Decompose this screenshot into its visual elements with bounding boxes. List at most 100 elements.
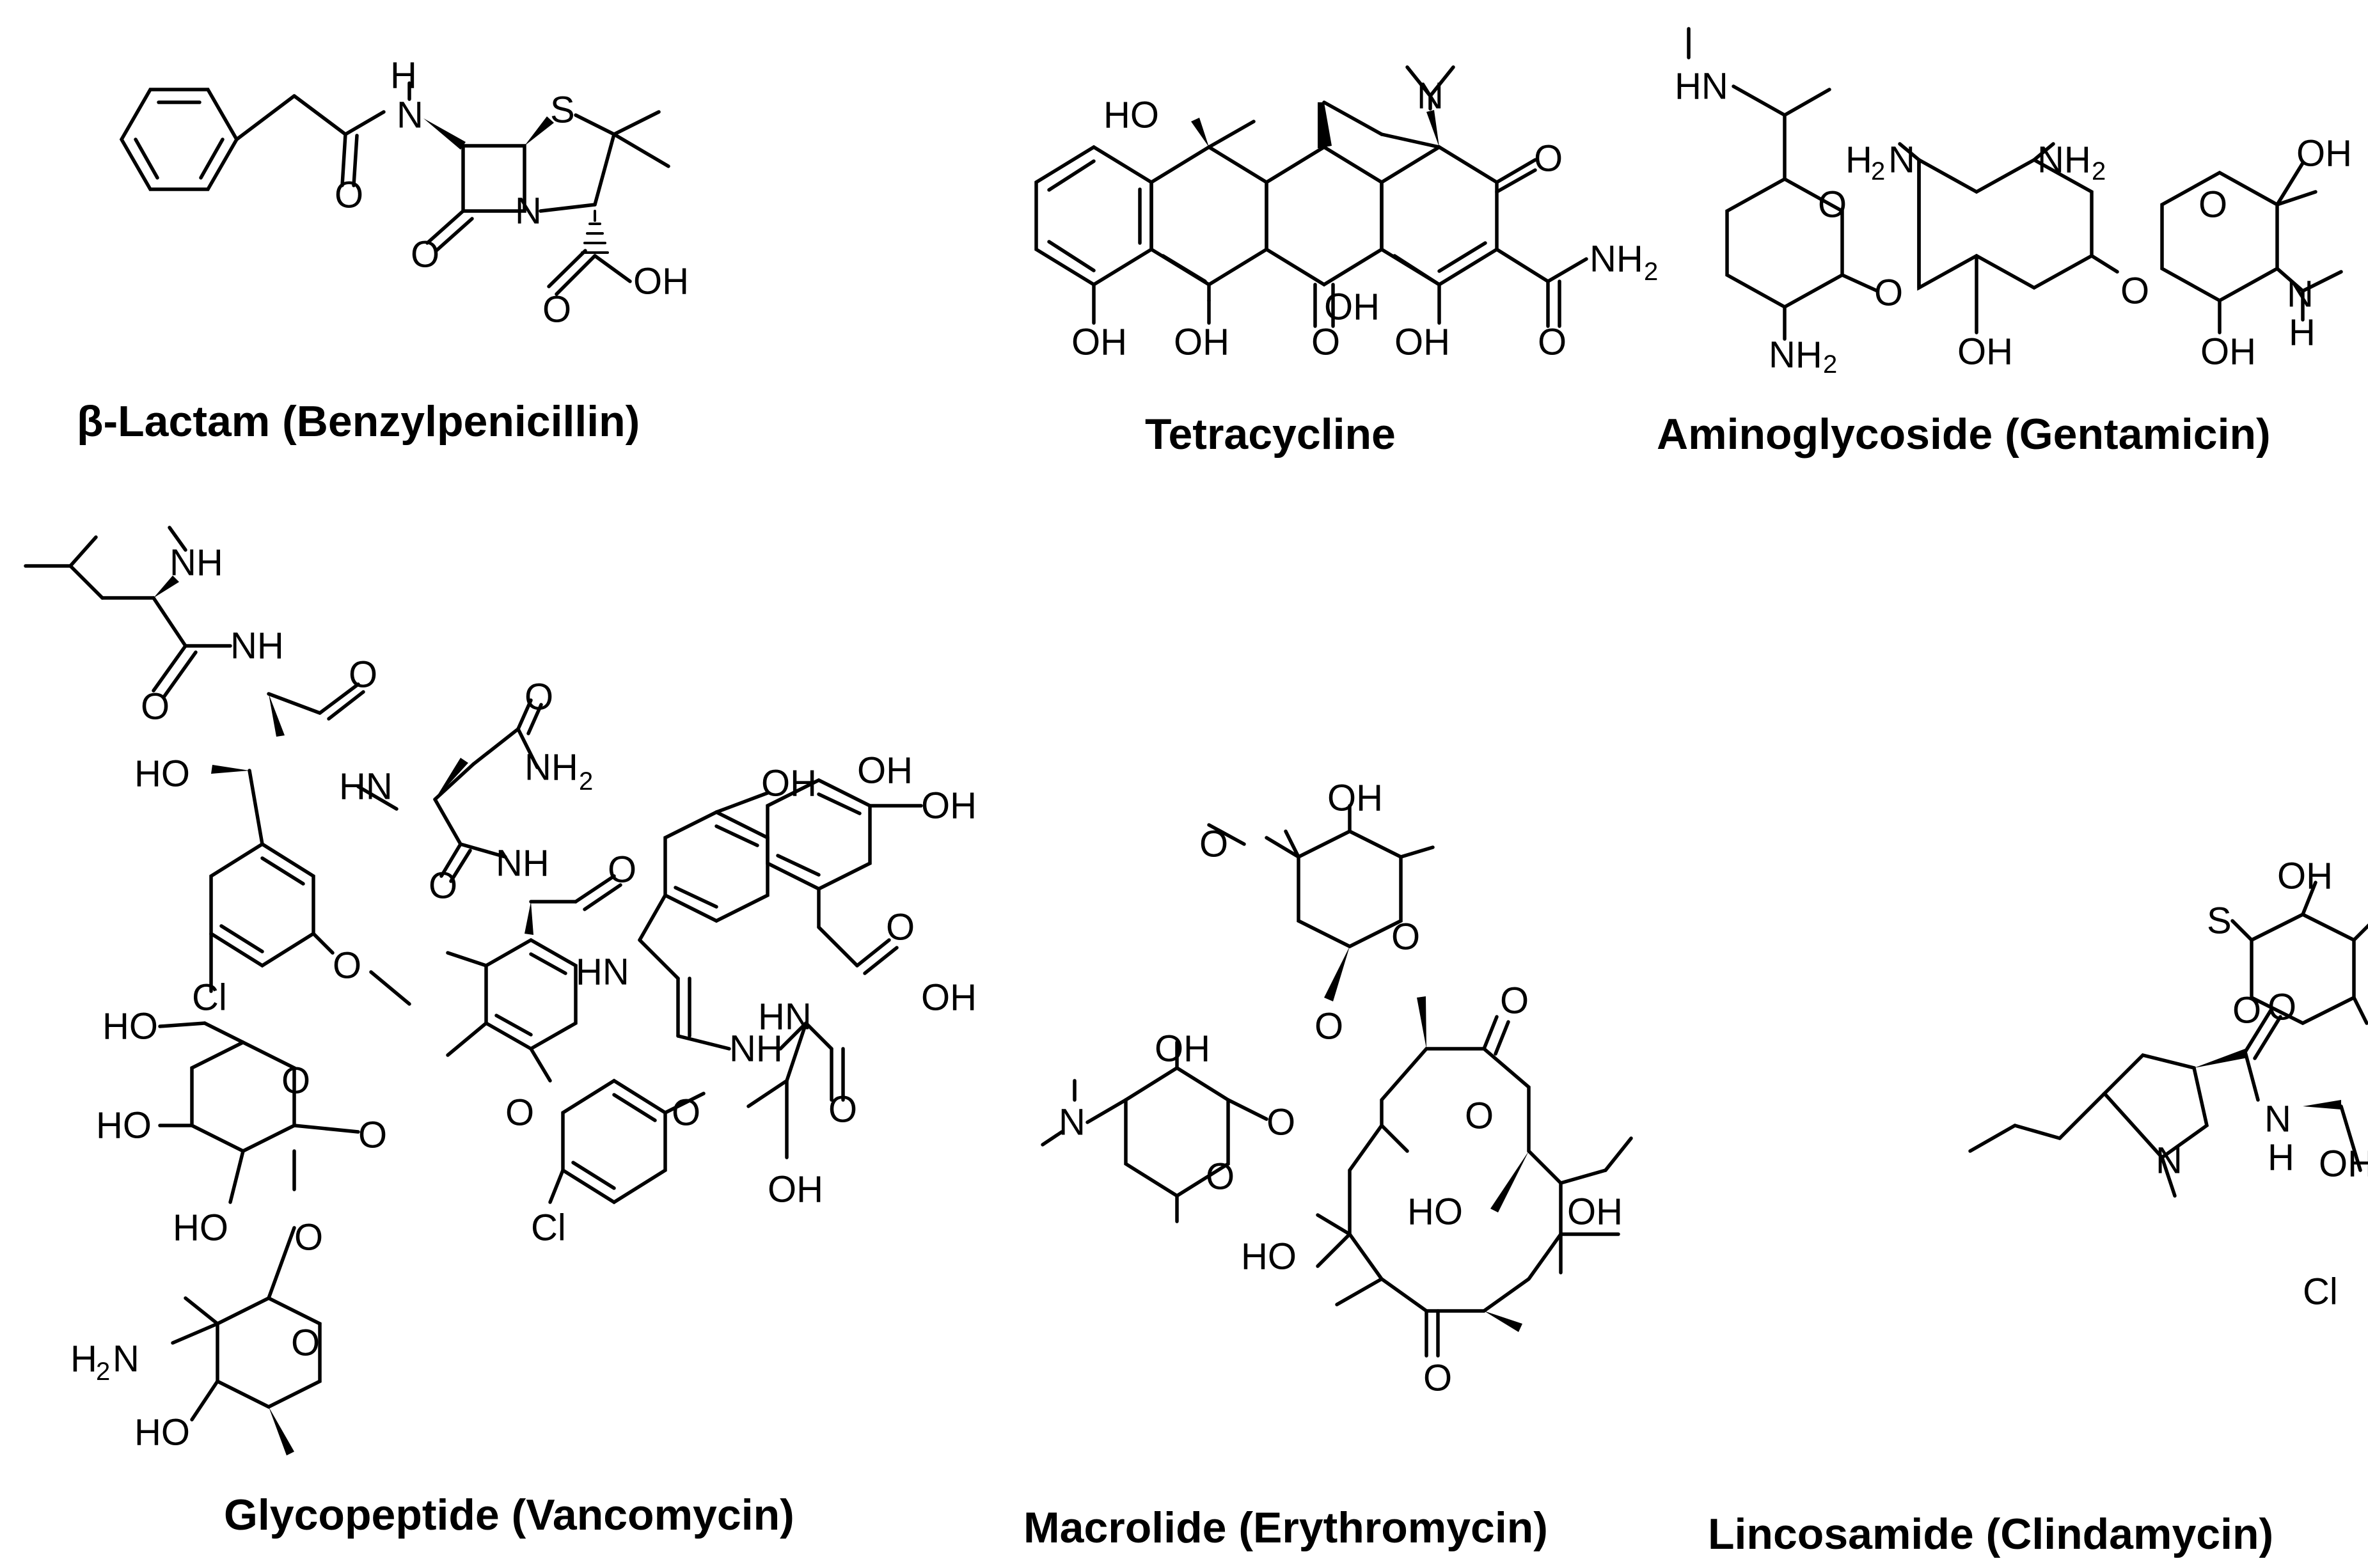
vancomycin-structure: NH NH O O HO HN O NH 2 O NH O OH OH OH C… bbox=[24, 526, 977, 1455]
caption-aminoglycoside: Aminoglycoside (Gentamicin) bbox=[1657, 410, 2271, 459]
atom-hn-label: HN bbox=[1675, 66, 1728, 107]
atom-h-label: H bbox=[2289, 312, 2316, 354]
benzylpenicillin-structure: H N O S N O O OH bbox=[119, 55, 689, 331]
atom-oh-label: OH bbox=[921, 785, 977, 827]
atom-o-label: O bbox=[1206, 1156, 1235, 1198]
atom-o-label: O bbox=[1391, 916, 1420, 958]
atom-o-label: O bbox=[141, 686, 170, 728]
atom-subscript-label: 2 bbox=[1871, 157, 1885, 185]
caption-tetracycline: Tetracycline bbox=[1145, 410, 1396, 459]
atom-n-label: N bbox=[113, 1338, 139, 1380]
atom-ho-label: HO bbox=[1407, 1191, 1463, 1233]
atom-nh-label: NH bbox=[496, 843, 549, 884]
atom-cl-label: Cl bbox=[531, 1207, 566, 1249]
atom-oh-label: OH bbox=[1567, 1191, 1623, 1233]
atom-n-label: N bbox=[2287, 274, 2314, 315]
atom-s-label: S bbox=[550, 90, 575, 131]
caption-glycopeptide: Glycopeptide (Vancomycin) bbox=[224, 1491, 794, 1539]
atom-oh-label: OH bbox=[633, 261, 689, 302]
atom-oh-label: OH bbox=[1071, 322, 1127, 363]
caption-beta-lactam: β-Lactam (Benzylpenicillin) bbox=[77, 397, 640, 446]
atom-subscript-label: 2 bbox=[2092, 157, 2106, 185]
atom-nh2-label: NH bbox=[525, 747, 578, 788]
atom-nh2-label: NH bbox=[2037, 139, 2091, 181]
atom-s-label: S bbox=[2207, 900, 2232, 942]
atom-o-label: O bbox=[349, 654, 377, 696]
atom-ho-label: HO bbox=[134, 753, 190, 795]
atom-o-label: O bbox=[411, 234, 439, 276]
atom-o-label: O bbox=[1818, 184, 1847, 226]
atom-o-label: O bbox=[1314, 1006, 1343, 1047]
atom-o-label: O bbox=[2268, 987, 2296, 1028]
atom-oh-label: OH bbox=[2296, 133, 2352, 175]
atom-o-label: O bbox=[505, 1092, 534, 1134]
atom-n-label: N bbox=[2156, 1140, 2183, 1182]
atom-oh-label: OH bbox=[921, 977, 977, 1019]
atom-o-label: O bbox=[1874, 272, 1903, 314]
atom-o-label: O bbox=[886, 907, 915, 948]
atom-ho-label: HO bbox=[96, 1105, 152, 1147]
atom-ho-label: HO bbox=[102, 1006, 158, 1047]
atom-o-label: O bbox=[335, 175, 363, 216]
atom-oh-label: HO bbox=[1103, 95, 1159, 136]
atom-o-label: O bbox=[294, 1217, 323, 1258]
atom-oh-label: OH bbox=[1394, 322, 1450, 363]
atom-subscript-label: 2 bbox=[579, 767, 593, 796]
atom-oh-label: OH bbox=[1327, 778, 1383, 819]
atom-oh-label: OH bbox=[761, 763, 817, 804]
atom-hn-label: HN bbox=[758, 996, 812, 1038]
atom-o-label: O bbox=[1538, 322, 1567, 363]
atom-o-label: O bbox=[1423, 1358, 1452, 1399]
atom-nh-label: NH bbox=[230, 625, 284, 667]
atom-o-label: O bbox=[525, 677, 553, 718]
atom-subscript-label: 2 bbox=[1823, 350, 1837, 379]
atom-subscript-label: 2 bbox=[1644, 258, 1658, 286]
atom-oh-label: OH bbox=[1324, 286, 1380, 328]
atom-subscript-label: 2 bbox=[96, 1358, 110, 1386]
atom-oh-label: OH bbox=[2277, 856, 2333, 897]
atom-nh2-label: NH bbox=[1590, 239, 1643, 280]
atom-oh-label: OH bbox=[1957, 331, 2013, 373]
gentamicin-structure: HN O O O O NH 2 H 2 N NH 2 OH OH OH N H bbox=[1675, 27, 2352, 379]
atom-o-label: O bbox=[2198, 184, 2227, 226]
caption-macrolide: Macrolide (Erythromycin) bbox=[1023, 1503, 1548, 1552]
atom-ho-label: HO bbox=[173, 1207, 228, 1249]
atom-hn-label: HN bbox=[339, 766, 393, 808]
atom-o-label: O bbox=[1534, 138, 1563, 180]
atom-o-label: O bbox=[2232, 990, 2261, 1031]
atom-oh-label: OH bbox=[768, 1169, 823, 1211]
atom-n-label: N bbox=[397, 95, 423, 136]
atom-h-label: H bbox=[2268, 1137, 2294, 1179]
atom-h-label: H bbox=[390, 55, 417, 97]
atom-nh-label: NH bbox=[729, 1028, 783, 1070]
atom-o-label: O bbox=[608, 849, 636, 891]
atom-h2n-label: H bbox=[1845, 139, 1872, 181]
atom-o-label: O bbox=[1500, 980, 1529, 1022]
atom-nh2-label: NH bbox=[1769, 334, 1822, 376]
hashed-bond bbox=[581, 210, 609, 254]
atom-o-label: O bbox=[281, 1060, 310, 1102]
atom-oh-label: OH bbox=[1174, 322, 1229, 363]
atom-o-label: O bbox=[1465, 1095, 1494, 1137]
atom-oh-label: OH bbox=[2319, 1143, 2368, 1185]
atom-o-label: O bbox=[1311, 322, 1340, 363]
atom-nh-label: NH bbox=[170, 542, 223, 584]
atom-oh-label: OH bbox=[2200, 331, 2256, 373]
atom-n-label: N bbox=[2264, 1099, 2291, 1140]
atom-o-label: O bbox=[1199, 824, 1228, 865]
atom-n-label: N bbox=[515, 191, 542, 232]
atom-o-label: O bbox=[672, 1092, 700, 1134]
atom-n-label: N bbox=[1059, 1102, 1085, 1143]
atom-ho-label: HO bbox=[134, 1412, 190, 1454]
atom-o-label: O bbox=[2120, 270, 2149, 312]
atom-o-label: O bbox=[291, 1322, 320, 1364]
caption-lincosamide: Lincosamide (Clindamycin) bbox=[1708, 1510, 2274, 1558]
erythromycin-structure: OH O O O O O OH N O O HO HO OH O bbox=[1041, 778, 1633, 1399]
atom-o-label: O bbox=[429, 865, 457, 907]
atom-oh-label: OH bbox=[857, 750, 913, 792]
atom-o-label: O bbox=[358, 1115, 387, 1156]
atom-cl-label: Cl bbox=[2303, 1271, 2338, 1313]
atom-oh-label: OH bbox=[1155, 1028, 1210, 1070]
atom-cl-label: Cl bbox=[192, 977, 227, 1019]
